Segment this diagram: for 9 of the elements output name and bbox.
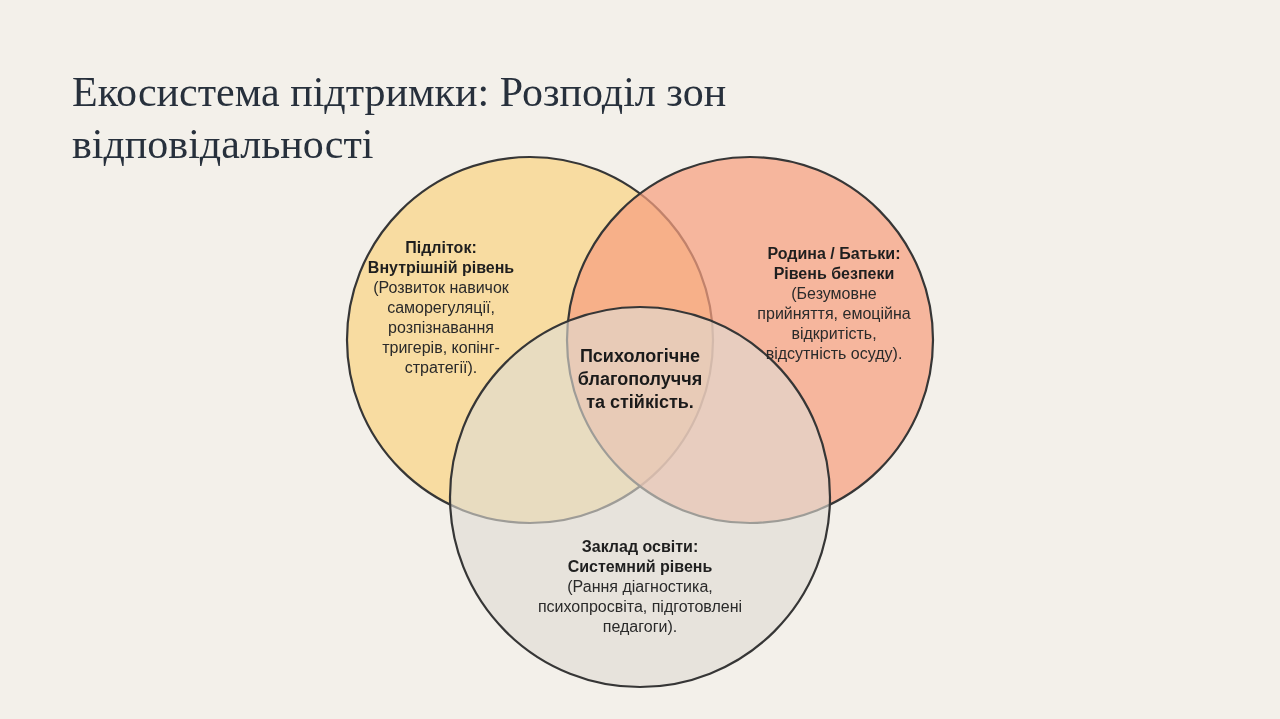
venn-circle [565,155,935,525]
circle-description: (Безумовне прийняття, емоційна відкритість, відсутність осуду). [756,284,912,364]
overlap-label: Психологічне благополуччя та стійкість. [576,345,704,414]
circle-heading: Підліток: Внутрішній рівень [366,238,516,278]
circle-heading: Родина / Батьки: Рівень безпеки [766,244,902,284]
slide-title: Екосистема підтримки: Розподіл зон відповідальності [72,68,728,169]
circle-heading: Заклад освіти: Системний рівень [566,537,714,577]
circle-description: (Рання діагностика, психопросвіта, підготовлені педагоги). [536,577,744,637]
circle-description: (Розвиток навичок саморегуляції, розпізнавання тригерів, копінг-стратегії). [372,278,510,378]
